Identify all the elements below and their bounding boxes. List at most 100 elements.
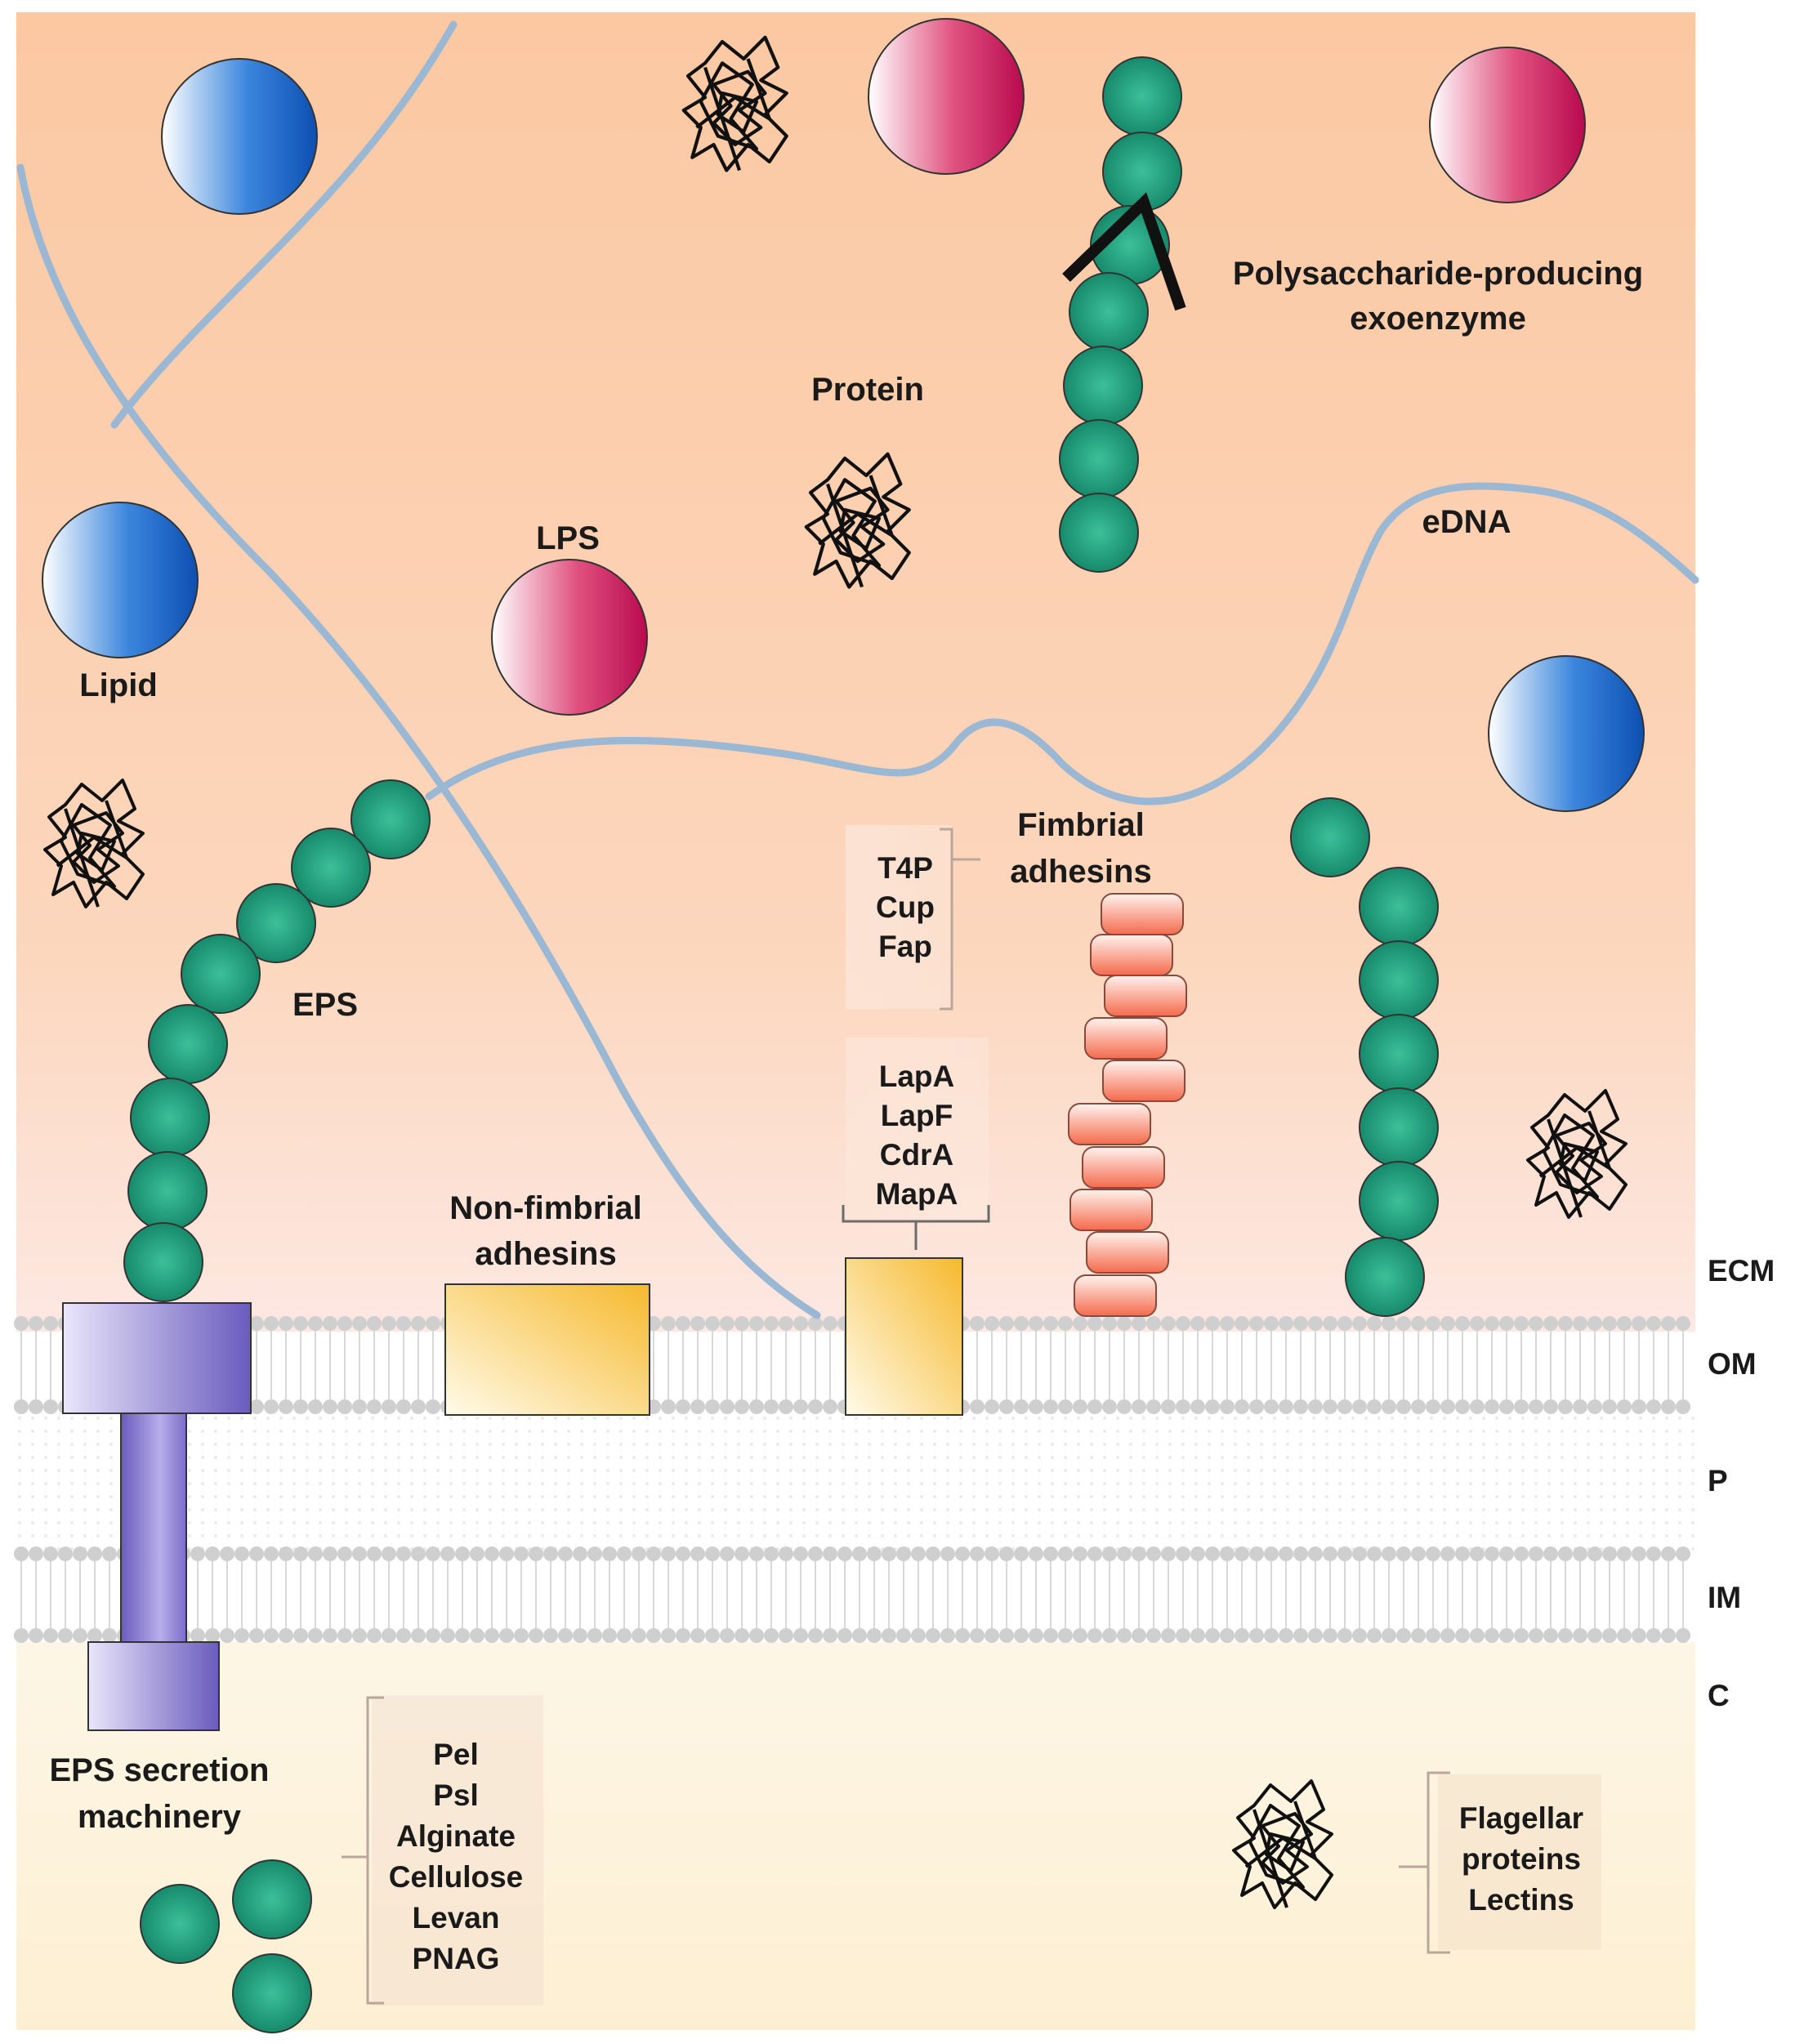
eps-bead: [1290, 797, 1370, 877]
cytoplasm-proteins-list: Flagellar proteins Lectins: [1459, 1801, 1583, 1917]
layer-label-im: IM: [1708, 1581, 1741, 1614]
fimbrial-subunit: [1102, 1060, 1186, 1102]
eps-bead: [236, 883, 316, 963]
eps-type-item: Psl: [433, 1778, 479, 1812]
nonfimbrial-item: LapF: [881, 1099, 953, 1132]
layer-labels: ECM OM P IM C: [1708, 1254, 1775, 1712]
nonfimbrial-item: CdrA: [880, 1138, 953, 1172]
cytoplasm-protein-item: Flagellar: [1459, 1801, 1583, 1835]
eps-bead: [351, 779, 431, 859]
eps-bead: [1059, 419, 1139, 499]
fimbrial-subunit: [1086, 1231, 1169, 1274]
eps-types-panel: [372, 1695, 543, 2006]
edna-strand-1: [16, 163, 821, 1319]
lipid-sphere-3: [1488, 655, 1645, 812]
cytoplasm-proteins-panel: [1438, 1774, 1601, 1950]
eps-bead: [1359, 1014, 1439, 1094]
fimbrial-adhesin-stack: [1068, 893, 1187, 1317]
eps-type-item: Cellulose: [389, 1860, 524, 1894]
nonfimbrial-adhesin-block-2: [845, 1257, 963, 1416]
layer-label-p: P: [1708, 1464, 1728, 1497]
nonfimbrial-adhesin-block-1: [444, 1283, 650, 1416]
label-edna: eDNA: [1422, 504, 1511, 540]
fimbrial-subunit: [1082, 1146, 1165, 1189]
eps-bead: [291, 828, 371, 908]
lipid-sphere-2: [42, 502, 199, 658]
fimbrial-subunit: [1068, 1103, 1151, 1145]
fimbrial-item: Fap: [878, 930, 932, 963]
eps-bead: [123, 1222, 203, 1302]
label-exoenzyme-line1: Polysaccharide-producing: [1233, 256, 1643, 292]
fimbrial-list-bracket: [940, 828, 980, 1011]
eps-bead: [1102, 56, 1182, 136]
label-eps: EPS: [292, 987, 358, 1023]
fimbrial-subunit: [1074, 1274, 1157, 1317]
eps-bead: [1069, 272, 1149, 352]
edna-strand-3: [425, 482, 1699, 806]
eps-types-list: Pel Psl Alginate Cellulose Levan PNAG: [389, 1738, 524, 1975]
nonfimbrial-list-panel: [846, 1038, 989, 1219]
fimbrial-list-panel: [846, 825, 952, 1009]
eps-bead: [140, 1884, 220, 1964]
edna-strand-2: [110, 20, 458, 429]
eps-free-beads: [140, 1859, 312, 2033]
nonfimbrial-item: MapA: [876, 1177, 958, 1211]
exoenzyme-icon: [1062, 192, 1186, 311]
label-secretion-line1: EPS secretion: [49, 1752, 269, 1788]
eps-bead: [148, 1004, 228, 1084]
layer-label-ecm: ECM: [1708, 1254, 1775, 1288]
eps-bead: [1345, 1237, 1425, 1317]
eps-bead: [130, 1078, 210, 1158]
layer-label-om: OM: [1708, 1347, 1757, 1381]
fimbrial-subunit: [1104, 975, 1187, 1017]
lps-sphere-3: [491, 559, 648, 716]
label-nonfimbrial-line2: adhesins: [475, 1236, 616, 1272]
eps-bead: [1359, 1087, 1439, 1167]
cytoplasm-protein-item: proteins: [1462, 1842, 1581, 1876]
fimbrial-subunit: [1101, 893, 1184, 935]
eps-chain-curved: [123, 779, 431, 1302]
label-nonfimbrial-line1: Non-fimbrial: [449, 1190, 642, 1226]
nonfimbrial-list-bracket: [842, 1205, 990, 1250]
eps-bead: [181, 934, 261, 1014]
fimbrial-item: Cup: [876, 890, 935, 924]
cytoplasm-proteins-bracket: [1399, 1771, 1450, 1954]
eps-bead: [1359, 1161, 1439, 1241]
eps-types-bracket: [342, 1696, 384, 2005]
eps-bead: [1063, 346, 1143, 426]
eps-type-item: PNAG: [413, 1942, 500, 1975]
eps-chain-right: [1290, 797, 1439, 1317]
eps-secretion-machinery: [62, 1302, 252, 1731]
lps-sphere-2: [1429, 47, 1586, 203]
label-exoenzyme-line2: exoenzyme: [1350, 301, 1526, 337]
label-fimbrial-line2: adhesins: [1010, 854, 1151, 890]
eps-bead: [232, 1953, 312, 2033]
label-lipid: Lipid: [79, 667, 158, 703]
eps-type-item: Pel: [433, 1738, 479, 1771]
eps-bead: [1359, 867, 1439, 947]
edna-strands: [16, 20, 1699, 1319]
lps-sphere-1: [868, 18, 1025, 175]
nonfimbrial-item: LapA: [879, 1060, 955, 1093]
eps-type-item: Levan: [413, 1901, 500, 1935]
eps-bead: [1059, 493, 1139, 573]
fimbrial-item: T4P: [877, 851, 933, 885]
periplasm-dots: [16, 1407, 1695, 1554]
eps-bead: [1359, 940, 1439, 1020]
lipid-sphere-1: [161, 58, 318, 215]
label-secretion-line2: machinery: [78, 1799, 242, 1835]
fimbrial-subunit: [1069, 1189, 1153, 1231]
fimbrial-subunit: [1090, 934, 1173, 976]
eps-type-item: Alginate: [396, 1819, 516, 1853]
nonfimbrial-list: LapA LapF CdrA MapA: [876, 1060, 958, 1211]
label-protein: Protein: [811, 372, 924, 408]
fimbrial-list: T4P Cup Fap: [876, 851, 935, 963]
label-lps: LPS: [536, 520, 600, 556]
fimbrial-subunit: [1084, 1017, 1168, 1060]
label-fimbrial-line1: Fimbrial: [1017, 807, 1145, 843]
eps-bead: [232, 1859, 312, 1939]
layer-label-c: C: [1708, 1679, 1730, 1712]
eps-bead: [127, 1151, 208, 1231]
cytoplasm-protein-item: Lectins: [1468, 1883, 1574, 1917]
